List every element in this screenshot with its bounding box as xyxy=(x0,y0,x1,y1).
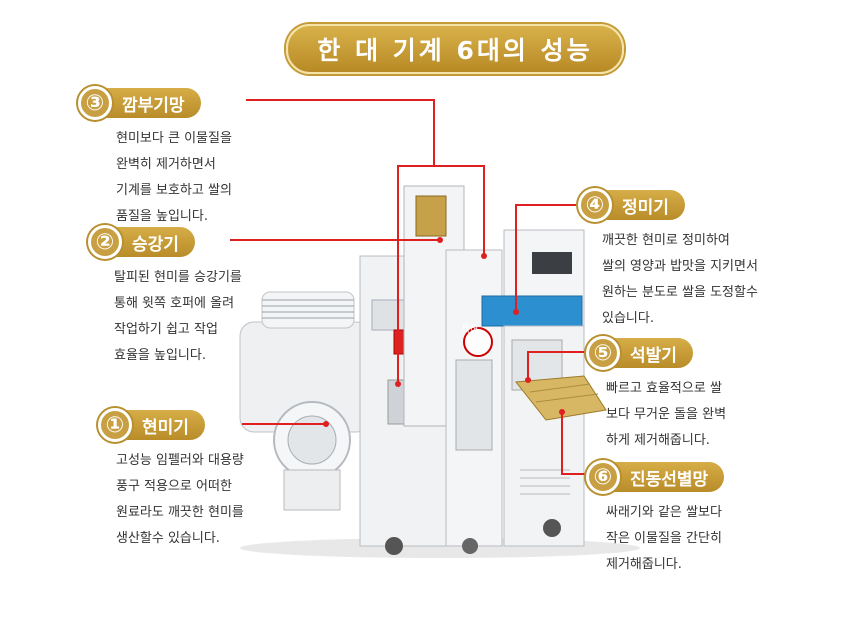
section-1: ① 현미기 고성능 임펠러와 대용량 풍구 적용으로 어떠한 원료라도 깨끗한 … xyxy=(98,408,244,552)
number-badge: ③ xyxy=(78,86,112,120)
section-label: 현미기 xyxy=(122,410,205,440)
section-desc: 빠르고 효율적으로 쌀 보다 무거운 돌을 완벽 하게 제거해줍니다. xyxy=(606,381,727,448)
section-label: 정미기 xyxy=(602,190,685,220)
section-desc: 싸래기와 같은 쌀보다 작은 이물질을 간단히 제거해줍니다. xyxy=(606,505,722,572)
section-label: 진동선별망 xyxy=(610,462,725,492)
section-label: 승강기 xyxy=(112,227,195,257)
section-desc: 고성능 임펠러와 대용량 풍구 적용으로 어떠한 원료라도 깨끗한 현미를 생산… xyxy=(116,453,244,546)
section-3: ③ 깜부기망 현미보다 큰 이물질을 완벽히 제거하면서 기계를 보호하고 쌀의… xyxy=(78,86,232,230)
number-badge: ④ xyxy=(578,188,612,222)
section-label: 석발기 xyxy=(610,338,693,368)
number-badge: ② xyxy=(88,225,122,259)
number-badge: ⑥ xyxy=(586,460,620,494)
patent-badge: 특허 xyxy=(462,324,479,335)
section-label: 깜부기망 xyxy=(102,88,201,118)
number-badge: ① xyxy=(98,408,132,442)
page-title: 한 대 기계 6대의 성능 xyxy=(286,24,624,74)
section-5: ⑤ 석발기 빠르고 효율적으로 쌀 보다 무거운 돌을 완벽 하게 제거해줍니다… xyxy=(586,336,726,454)
section-2: ② 승강기 탈피된 현미를 승강기를 통해 윗쪽 호퍼에 올려 작업하기 쉽고 … xyxy=(88,225,242,369)
section-desc: 탈피된 현미를 승강기를 통해 윗쪽 호퍼에 올려 작업하기 쉽고 작업 효율을… xyxy=(114,270,242,363)
number-badge: ⑤ xyxy=(586,336,620,370)
section-desc: 현미보다 큰 이물질을 완벽히 제거하면서 기계를 보호하고 쌀의 품질을 높입… xyxy=(116,131,232,224)
section-4: ④ 정미기 깨끗한 현미로 정미하여 쌀의 영양과 밥맛을 지키면서 원하는 분… xyxy=(578,188,758,332)
section-6: ⑥ 진동선별망 싸래기와 같은 쌀보다 작은 이물질을 간단히 제거해줍니다. xyxy=(586,460,725,578)
section-desc: 깨끗한 현미로 정미하여 쌀의 영양과 밥맛을 지키면서 원하는 분도로 쌀을 … xyxy=(602,233,758,326)
